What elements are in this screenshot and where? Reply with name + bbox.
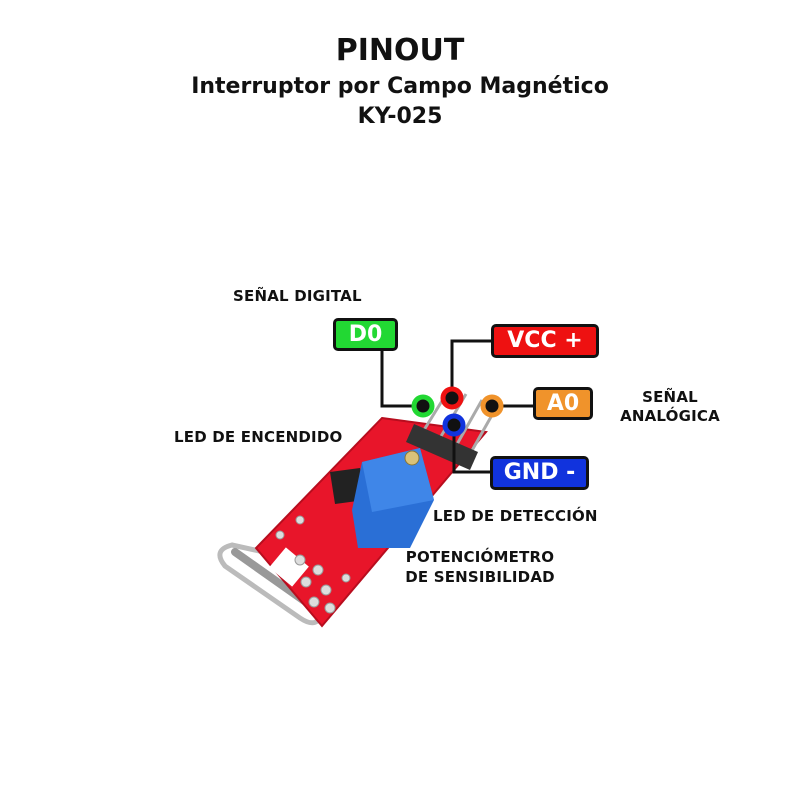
vcc-label: VCC + (491, 324, 599, 358)
potentiometer-label-line2: DE SENSIBILIDAD (405, 568, 555, 586)
board-cutout (269, 547, 309, 587)
d0-label: D0 (333, 318, 398, 351)
digital-signal-label: SEÑAL DIGITAL (233, 287, 362, 305)
detection-led-label: LED DE DETECCIÓN (433, 507, 598, 525)
analog-signal-label-line2: ANALÓGICA (620, 407, 720, 425)
potentiometer (352, 448, 434, 548)
solder-pads (275, 515, 351, 614)
gnd-label: GND - (490, 456, 589, 490)
a0-label: A0 (533, 387, 593, 420)
model-name: KY-025 (357, 104, 443, 129)
analog-signal-label-line1: SEÑAL (642, 388, 698, 406)
d0-pin-marker (411, 394, 435, 418)
a0-pin-marker (480, 394, 504, 418)
page-subtitle: Interruptor por Campo Magnético (191, 74, 609, 99)
gnd-pin-marker (442, 413, 466, 437)
power-led-label: LED DE ENCENDIDO (174, 428, 343, 446)
potentiometer-label-line1: POTENCIÓMETRO (405, 548, 555, 566)
page-title: PINOUT (335, 33, 465, 68)
vcc-pin-marker (440, 386, 464, 410)
